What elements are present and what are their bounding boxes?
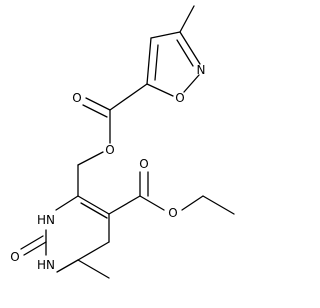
bond-c5-o1 bbox=[146, 83, 174, 97]
atom-nh-lower: HN bbox=[37, 258, 55, 272]
atom-o-isoxazole: O bbox=[175, 91, 184, 105]
bond-ch2-ch3 bbox=[202, 195, 235, 215]
atom-o-ethyl-link: O bbox=[168, 206, 177, 220]
bond-carbonyl-o bbox=[85, 97, 111, 111]
bond-c4-c5 bbox=[146, 37, 152, 85]
atom-o-urea: O bbox=[10, 250, 19, 264]
bond-oester-ch2 bbox=[77, 151, 104, 166]
bond-c2-o-double-b bbox=[20, 235, 44, 250]
molecule-structure: N O O O HN O HN O O bbox=[10, 5, 235, 279]
bond-o1-n2 bbox=[183, 74, 200, 93]
bond-c2-o-double-a bbox=[23, 241, 47, 256]
atom-o-ethyl-carbonyl: O bbox=[139, 157, 148, 171]
bond-c6-c5-double bbox=[80, 202, 108, 219]
bond-c6-n1 bbox=[55, 195, 79, 211]
bond-c4-c5-double bbox=[154, 44, 159, 81]
bond-olink-ch2 bbox=[181, 195, 204, 211]
bond-ethyl-carbonyl-olink bbox=[139, 195, 165, 211]
bond-c4-methyl bbox=[77, 259, 110, 279]
bond-c6-c5 bbox=[77, 195, 110, 215]
bond-n2-c3-double bbox=[176, 39, 194, 67]
bond-c4-c5 bbox=[77, 241, 110, 261]
atom-o-ester-carbonyl: O bbox=[72, 91, 81, 105]
bond-c3-c4 bbox=[150, 31, 181, 39]
bonds bbox=[20, 5, 235, 279]
atom-nh-upper: HN bbox=[37, 213, 55, 227]
bond-n2-c3 bbox=[179, 31, 201, 65]
atom-n-isoxazole: N bbox=[197, 63, 206, 77]
bond-methyl-c3 bbox=[179, 5, 195, 33]
atom-o-ester-link: O bbox=[105, 143, 114, 157]
atom-labels: N O O O HN O HN O O bbox=[10, 63, 205, 272]
bond-carbonyl-o-double bbox=[82, 104, 108, 118]
bond-n3-c4 bbox=[56, 259, 79, 273]
bond-c5-ethyl-carbonyl bbox=[108, 195, 141, 215]
bond-c5-carbonyl bbox=[109, 83, 148, 111]
